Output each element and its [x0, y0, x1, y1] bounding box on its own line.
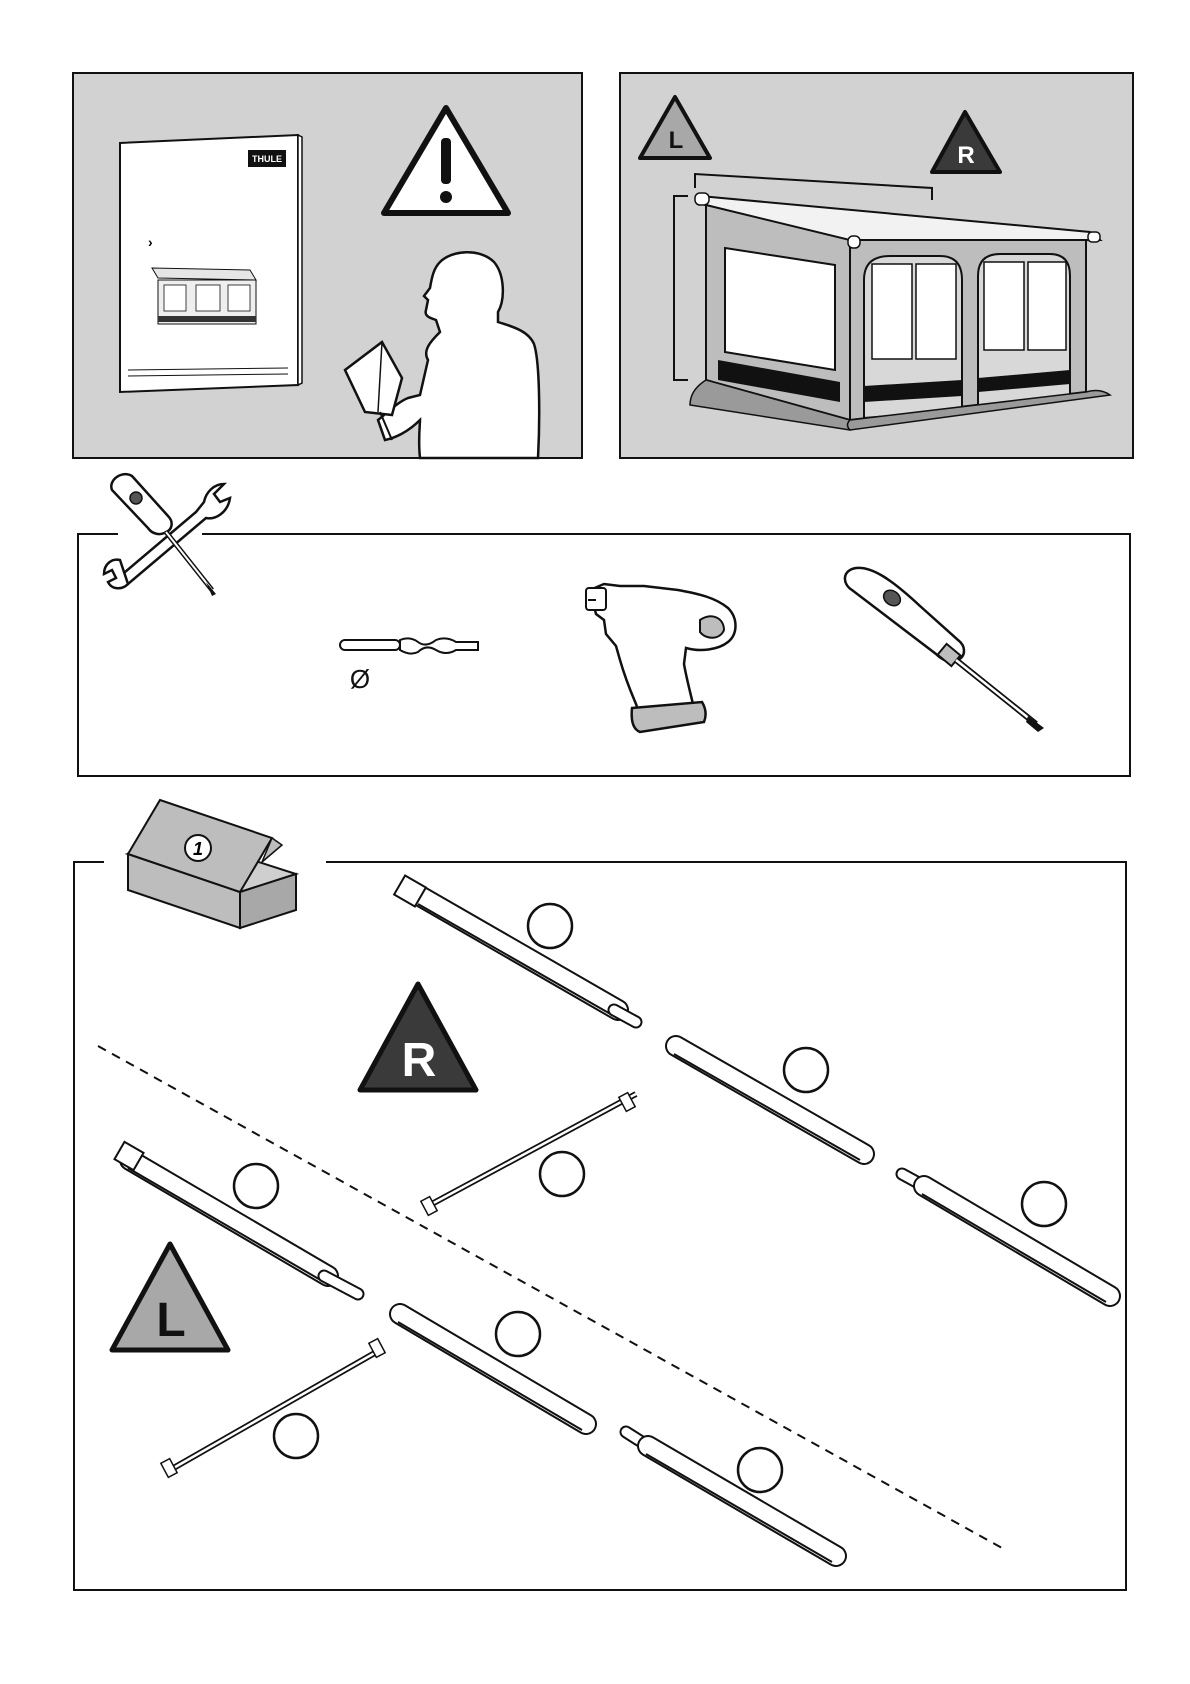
part-number-circle-icon [738, 1448, 782, 1492]
part-number-circle-icon [496, 1312, 540, 1356]
divider-line [98, 1046, 1002, 1548]
cordless-drill-icon [586, 584, 736, 732]
diameter-symbol: Ø [350, 664, 370, 694]
parts-box-icon: 1 [128, 800, 296, 928]
part-number-circle-icon [234, 1164, 278, 1208]
manual-booklet-icon: THULE › [120, 135, 302, 392]
pole-part-icon [421, 1093, 636, 1216]
rail-part-icon [398, 1314, 586, 1430]
box-number: 1 [193, 839, 203, 859]
manual-brand: THULE [252, 154, 282, 164]
right-marker-large-label: R [402, 1034, 437, 1087]
panel-read-manual: THULE › [73, 73, 582, 458]
part-number-circle-icon [540, 1152, 584, 1196]
pole-part-icon [161, 1339, 385, 1478]
panel-awning-orientation: L R [620, 73, 1133, 458]
part-number-circle-icon [1022, 1182, 1066, 1226]
right-marker-label: R [957, 142, 974, 169]
part-number-circle-icon [528, 904, 572, 948]
rail-part-icon [626, 1432, 836, 1562]
left-marker-label: L [669, 127, 684, 154]
rail-part-icon [674, 1046, 864, 1160]
left-marker-triangle-large: L [112, 1244, 228, 1350]
panel-parts: 1 R L [74, 800, 1126, 1590]
wrench-screwdriver-icon [104, 474, 230, 596]
screwdriver-icon [845, 568, 1044, 732]
panel-tools: Ø [78, 474, 1130, 776]
rail-part-icon [902, 1174, 1110, 1302]
left-marker-large-label: L [156, 1294, 185, 1347]
rail-part-icon [394, 875, 636, 1022]
part-number-circle-icon [784, 1048, 828, 1092]
right-marker-triangle-large: R [360, 984, 476, 1090]
manual-arrow: › [148, 234, 153, 250]
rail-part-icon [114, 1142, 358, 1294]
part-number-circle-icon [274, 1414, 318, 1458]
drill-bit-icon: Ø [340, 638, 478, 694]
